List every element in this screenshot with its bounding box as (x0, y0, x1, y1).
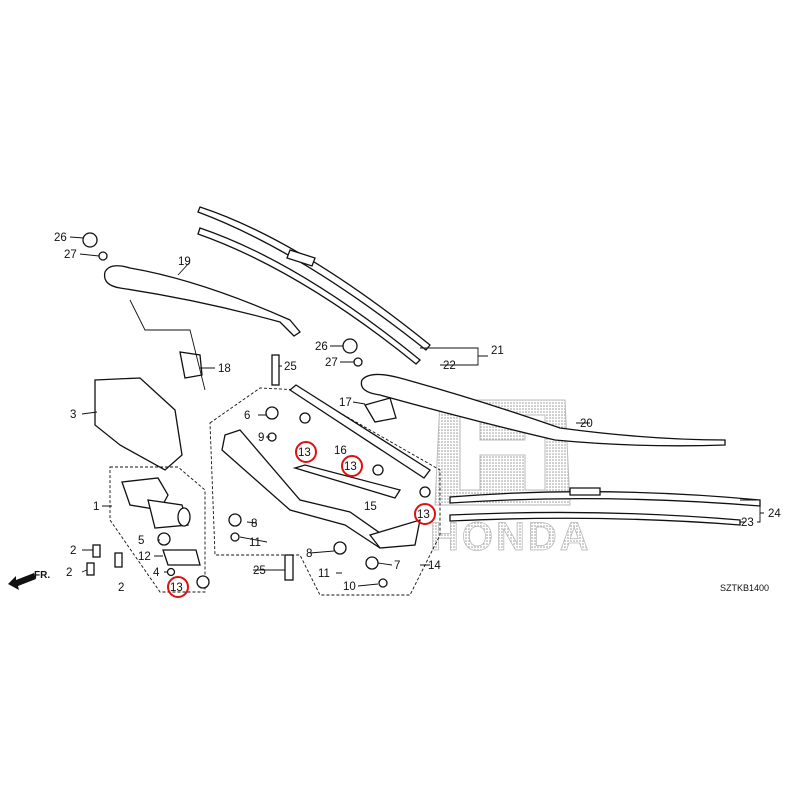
front-label: FR. (34, 570, 50, 581)
diagram-code: SZTKB1400 (720, 583, 769, 593)
callout-9: 9 (258, 432, 264, 444)
callout-13: 13 (298, 447, 311, 459)
callout-1: 1 (93, 501, 99, 513)
callout-7: 7 (394, 560, 400, 572)
callout-8: 8 (251, 518, 257, 530)
callout-12: 12 (138, 551, 151, 563)
callout-21: 21 (491, 345, 504, 357)
wiper-blade-passenger (449, 487, 761, 526)
cap (196, 575, 210, 589)
callout-4: 4 (153, 567, 160, 579)
callout-25: 25 (253, 565, 266, 577)
callout-5: 5 (138, 535, 144, 547)
callout-13: 13 (417, 509, 430, 521)
callout-20: 20 (580, 418, 593, 430)
highlight-circle (295, 441, 317, 463)
callout-2: 2 (66, 567, 72, 579)
callout-18: 18 (218, 363, 231, 375)
callout-16: 16 (334, 445, 347, 457)
nut-27-b (353, 357, 363, 367)
bolts (86, 544, 123, 576)
front-arrow-icon (8, 573, 36, 590)
link-plate (162, 549, 201, 566)
callout-25: 25 (284, 361, 297, 373)
callout-15: 15 (364, 501, 377, 513)
callouts: 26 27 19 18 3 1 2 2 2 5 12 4 13 25 6 9 1… (54, 232, 781, 598)
callout-10: 10 (343, 581, 356, 593)
callout-11: 11 (318, 568, 330, 580)
wiper-blade-driver (197, 206, 431, 365)
callout-8: 8 (306, 548, 312, 560)
callout-24: 24 (768, 508, 781, 520)
callout-2: 2 (70, 545, 76, 557)
callout-26: 26 (54, 232, 67, 244)
callout-13: 13 (344, 461, 357, 473)
cap-26-b (342, 338, 358, 354)
highlight-circle (414, 503, 436, 525)
wiper-arm-passenger (360, 373, 726, 447)
front-direction-marker: FR. (8, 570, 50, 590)
callout-19: 19 (178, 256, 191, 268)
wiper-arm-driver (103, 265, 301, 337)
honda-logo-text: HONDA (430, 515, 592, 559)
callout-11: 11 (249, 537, 261, 549)
callout-26: 26 (315, 341, 328, 353)
callout-3: 3 (70, 409, 76, 421)
nut-27-a (98, 251, 108, 261)
bushing (157, 532, 171, 546)
callout-27: 27 (64, 249, 77, 261)
nut (166, 567, 176, 577)
callout-14: 14 (428, 560, 441, 572)
callout-22: 22 (443, 360, 456, 372)
highlight-circle (167, 576, 189, 598)
leader-lines (69, 236, 745, 587)
callout-13: 13 (170, 582, 183, 594)
highlight-circle (341, 455, 363, 477)
bracket-24 (740, 499, 764, 523)
callout-27: 27 (325, 357, 338, 369)
bracket-21 (420, 347, 488, 366)
callout-2: 2 (118, 582, 124, 594)
callout-6: 6 (244, 410, 250, 422)
motor-group-outline (109, 466, 206, 593)
callout-17: 17 (339, 397, 352, 409)
callout-23: 23 (741, 517, 754, 529)
cap-26-a (82, 232, 98, 248)
pivot-cover (94, 377, 183, 471)
wiper-linkage (179, 351, 431, 588)
wiper-motor (121, 477, 191, 529)
